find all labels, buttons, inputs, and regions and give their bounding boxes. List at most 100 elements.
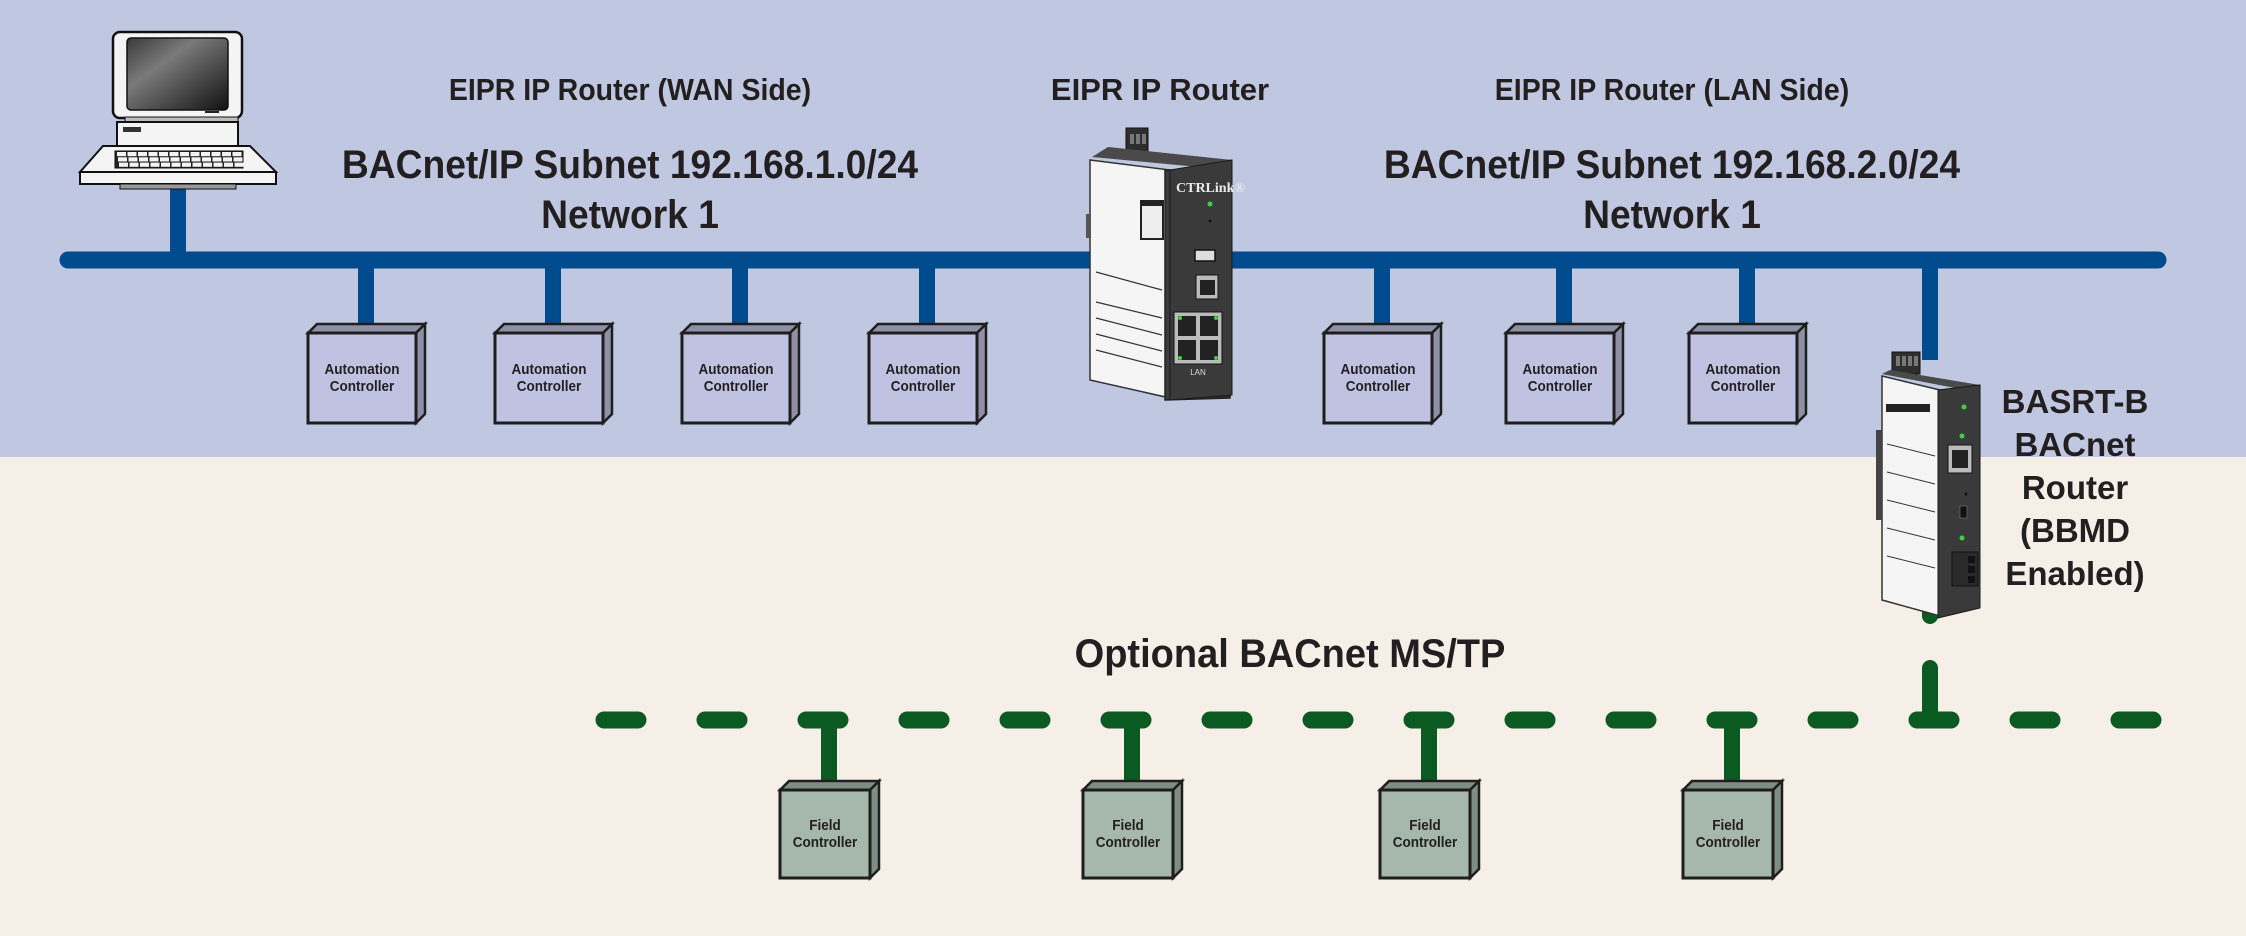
aux-port[interactable] (1959, 505, 1968, 519)
box-label-line: Controller (1710, 378, 1776, 395)
din-clip (1086, 214, 1091, 238)
keyboard-key (212, 157, 222, 162)
computer-icon[interactable] (77, 30, 279, 190)
box-label-line: Controller (1695, 834, 1761, 851)
keyboard-key (233, 157, 243, 162)
keyboard-key (190, 152, 200, 157)
keyboard-key (149, 157, 159, 162)
keyboard-key (211, 152, 221, 157)
box-label-line: Automation (698, 361, 774, 378)
automation-controller[interactable] (865, 320, 990, 427)
wan-network-label: Network 1 (541, 193, 719, 237)
box-label-line: Controller (329, 378, 395, 395)
box-label-line: Field (809, 817, 841, 834)
power-led (1961, 404, 1967, 410)
lan-ports[interactable] (1173, 311, 1223, 365)
mstp-title: Optional BACnet MS/TP (1074, 632, 1506, 676)
basrt-label-line: BACnet (2014, 426, 2136, 463)
box-label-line: Field (1112, 817, 1144, 834)
field-controller[interactable] (1376, 777, 1483, 882)
automation-controller[interactable] (1320, 320, 1445, 427)
automation-controller[interactable] (1502, 320, 1627, 427)
keyboard-key (161, 162, 170, 167)
field-controller[interactable] (776, 777, 883, 882)
keyboard-key (203, 162, 212, 167)
keyboard-key (182, 162, 191, 167)
keyboard-key (169, 152, 179, 157)
router-device-icon[interactable]: CTRLink® LAN (1086, 127, 1245, 401)
automation-controller[interactable] (1685, 320, 1810, 427)
device-label-panel (1089, 159, 1171, 399)
usb-port[interactable] (1194, 249, 1216, 262)
wan-side-title: EIPR IP Router (WAN Side) (448, 72, 812, 107)
box-label-line: Controller (792, 834, 858, 851)
bacnet-router-device-icon[interactable] (1876, 351, 1981, 619)
box-label-line: Controller (1527, 378, 1593, 395)
keyboard-key (170, 157, 180, 162)
keyboard-key (129, 162, 139, 167)
keyboard-key (234, 162, 244, 167)
field-controller[interactable] (1079, 777, 1186, 882)
keyboard-key (202, 157, 211, 162)
pwr-led (1207, 201, 1213, 207)
box-label-line: Field (1409, 817, 1441, 834)
lan-side-title: EIPR IP Router (LAN Side) (1494, 72, 1850, 107)
keyboard-key (223, 157, 232, 162)
keyboard-key (191, 157, 201, 162)
basrt-label: BASRT-B BACnet Router (BBMD Enabled) (1985, 380, 2165, 595)
keyboard-key (150, 162, 160, 167)
ethernet-led (1959, 433, 1965, 439)
reset-ip-button[interactable] (1964, 492, 1968, 496)
keyboard-key (213, 162, 223, 167)
mstp-led (1959, 535, 1965, 541)
keyboard-key (222, 152, 231, 157)
label-lines (1095, 271, 1163, 368)
lan-subnet-label: BACnet/IP Subnet 192.168.2.0/24 (1383, 143, 1961, 187)
box-label-line: Controller (1392, 834, 1458, 851)
automation-controller[interactable] (491, 320, 616, 427)
keyboard-key (117, 152, 126, 157)
keyboard-key (201, 152, 210, 157)
box-label-line: Controller (1095, 834, 1161, 851)
box-label-line: Automation (1705, 361, 1781, 378)
keyboard-key (118, 157, 127, 162)
keyboard-key (140, 162, 149, 167)
box-label-line: Automation (1340, 361, 1416, 378)
automation-controller[interactable] (678, 320, 803, 427)
keyboard-key (180, 152, 189, 157)
field-controller[interactable] (1679, 777, 1786, 882)
bacnet-mstp-bus (595, 592, 2169, 783)
keyboard-key (159, 152, 168, 157)
box-label-line: Controller (703, 378, 769, 395)
automation-controller[interactable] (304, 320, 429, 427)
basrt-label-line: BASRT-B (2001, 383, 2149, 420)
keyboard-key (192, 162, 202, 167)
box-label-line: Controller (516, 378, 582, 395)
box-label-line: Automation (1522, 361, 1598, 378)
keyboard-key (160, 157, 169, 162)
keyboard-key (128, 157, 138, 162)
keyboard-key (148, 152, 158, 157)
keyboard-key (224, 162, 233, 167)
din-clip (1876, 430, 1882, 520)
reset-button[interactable] (1208, 219, 1212, 223)
box-label-line: Automation (324, 361, 400, 378)
keyboard-key (138, 152, 147, 157)
router-title: EIPR IP Router (1050, 72, 1270, 107)
wan-subnet-label: BACnet/IP Subnet 192.168.1.0/24 (341, 143, 919, 187)
basrt-label-line: Router (2021, 469, 2129, 506)
keyboard-key (139, 157, 148, 162)
basrt-label-line: (BBMD (2020, 512, 2130, 549)
keyboard-key (127, 152, 137, 157)
